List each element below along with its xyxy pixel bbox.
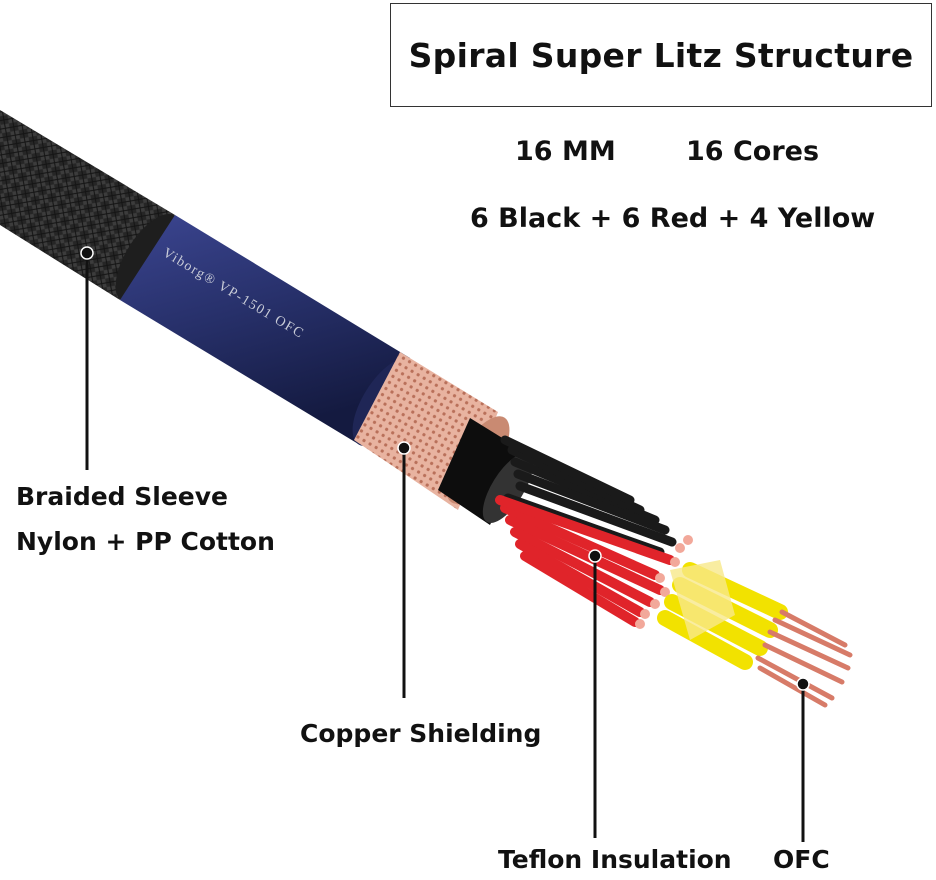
outer-jacket: [120, 215, 410, 445]
diagram-title: Spiral Super Litz Structure: [408, 35, 914, 75]
red-wires: [495, 495, 675, 627]
spec-cores: 16 Cores: [686, 136, 820, 167]
inner-sheath: [438, 418, 525, 525]
spec-diameter: 16 MM: [515, 136, 616, 167]
label-braided-sleeve: Braided Sleeve: [16, 482, 229, 511]
label-copper-shielding: Copper Shielding: [300, 719, 542, 748]
title-box: Spiral Super Litz Structure: [390, 3, 932, 107]
spec-composition: 6 Black + 6 Red + 4 Yellow: [470, 203, 876, 234]
label-ofc: OFC: [773, 845, 830, 874]
callout-lines: [85, 253, 805, 842]
red-wire-ends: [635, 535, 693, 629]
label-braided-sleeve-material: Nylon + PP Cotton: [16, 527, 275, 556]
label-teflon-insulation: Teflon Insulation: [498, 845, 732, 874]
ofc-strands: [755, 609, 853, 708]
callout-dots: [80, 246, 810, 691]
